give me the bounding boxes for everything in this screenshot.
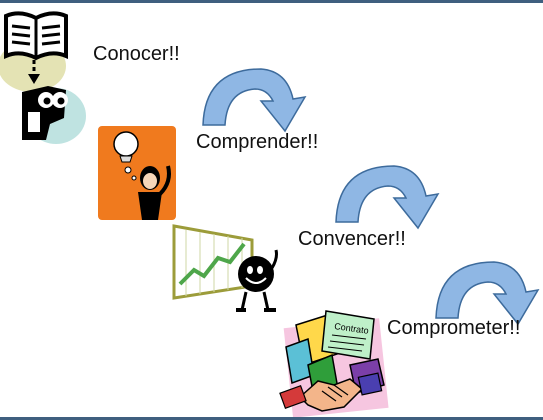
thinking-person-lightbulb-icon: [98, 126, 176, 220]
book-and-eyes-icon: [0, 11, 86, 144]
step-label-comprometer: Comprometer!!: [387, 317, 521, 339]
curved-arrow-icon: [202, 68, 307, 133]
step-label-conocer: Conocer!!: [93, 43, 180, 65]
contract-text: Contrato: [334, 321, 370, 336]
bottom-rule: [0, 417, 543, 420]
curved-arrow-icon: [435, 261, 540, 326]
curved-arrow-icon: [335, 165, 440, 230]
rising-chart-smiley-icon: [172, 224, 278, 312]
contract-handshake-icon: Contrato: [279, 310, 389, 417]
step-label-comprender: Comprender!!: [196, 131, 319, 153]
step-label-convencer: Convencer!!: [298, 228, 406, 250]
top-rule: [0, 0, 543, 3]
